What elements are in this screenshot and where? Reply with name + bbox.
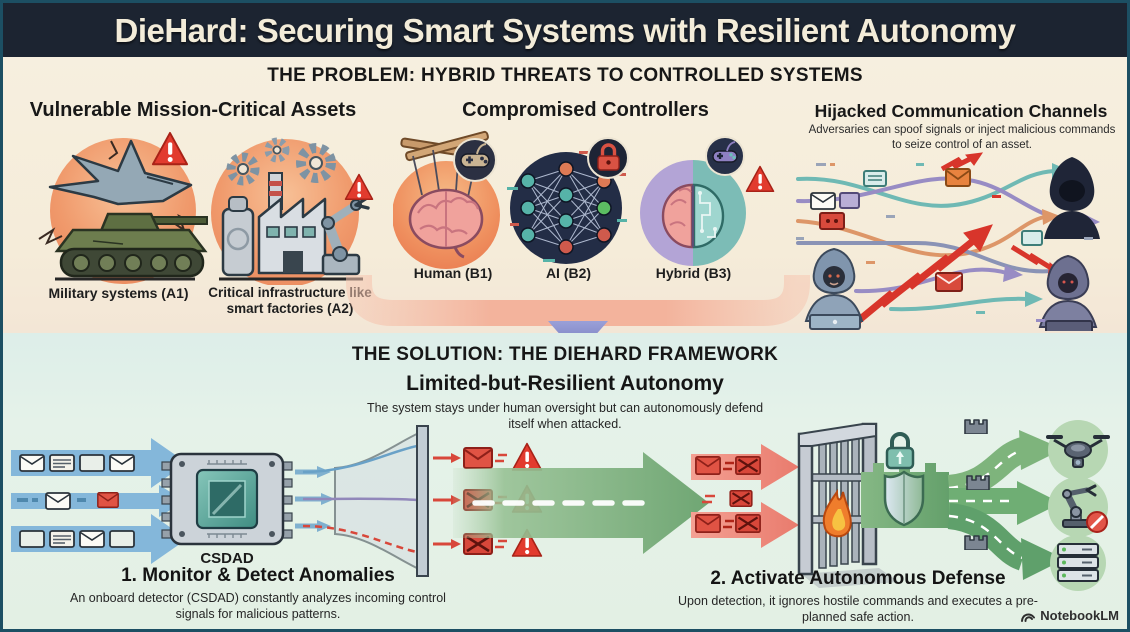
- solution-subheading: Limited-but-Resilient Autonomy: [406, 372, 724, 395]
- solution-heading: THE SOLUTION: THE DIEHARD FRAMEWORK: [351, 344, 779, 365]
- step-2-title: 2. Activate Autonomous Defense: [710, 568, 1006, 589]
- robot-arm-icon: [321, 196, 370, 276]
- robot-arm-icon: [1062, 484, 1097, 528]
- warning-icon: [745, 165, 775, 192]
- controller-icon: [460, 143, 490, 168]
- title-bar: DieHard: Securing Smart Systems with Res…: [3, 3, 1127, 59]
- envelope-icon: [695, 456, 721, 475]
- envelope-icon: [463, 447, 493, 469]
- watermark-label: NotebookLM: [1040, 608, 1119, 623]
- drone-icon: [1046, 435, 1110, 468]
- defense-road: [861, 432, 949, 528]
- envelope-icon: [735, 456, 761, 475]
- comms-arrows: [796, 163, 1100, 312]
- assets-illustration: [38, 131, 374, 285]
- notebooklm-logo: [1021, 612, 1036, 622]
- warning-icon: [511, 442, 543, 471]
- controller-icon: [712, 141, 738, 163]
- controller-label-b1: Human (B1): [413, 265, 493, 281]
- anomaly-row: [433, 528, 543, 557]
- envelope-icons: [810, 168, 1043, 292]
- detector-label: CSDAD: [200, 550, 254, 567]
- asset-label-a2: Critical infrastructure like smart facto…: [208, 285, 372, 316]
- jet-icon: [48, 139, 193, 206]
- ai-controller: [507, 137, 629, 264]
- funnel-icon: [302, 425, 429, 577]
- factory-icon: [221, 172, 327, 277]
- controller-badge: [705, 136, 745, 176]
- military-vignette: [38, 131, 208, 284]
- channels-heading: Hijacked Communication Channels: [814, 101, 1108, 121]
- step-2-description: Upon detection, it ignores hostile comma…: [678, 594, 1038, 625]
- controllers-illustration: [393, 130, 775, 269]
- turret-icon: [964, 419, 988, 434]
- no-entry-icon: [1086, 511, 1108, 533]
- safe-path-arrow: [453, 452, 709, 554]
- anomaly-row: [433, 442, 543, 471]
- controller-badge: [453, 138, 497, 182]
- chip-icon: [161, 452, 293, 546]
- watermark: NotebookLM: [1020, 608, 1119, 623]
- envelope-icon: [695, 514, 721, 533]
- gear-icon: [226, 137, 336, 186]
- hacker-icon: [1044, 157, 1100, 239]
- step-1-title: 1. Monitor & Detect Anomalies: [121, 565, 395, 586]
- hostile-command-arrows: [691, 444, 799, 548]
- shield-icon: [883, 470, 925, 527]
- tank-icon: [54, 212, 208, 278]
- gate-icon: [797, 422, 899, 588]
- assets-heading: Vulnerable Mission-Critical Assets: [29, 99, 357, 121]
- envelope-icon: [729, 490, 753, 507]
- envelope-icon: [735, 514, 761, 533]
- hybrid-controller: [640, 136, 746, 266]
- framework-flow-illustration: CSDAD: [11, 419, 1110, 591]
- controllers-heading: Compromised Controllers: [462, 99, 709, 121]
- step-1-description: An onboard detector (CSDAD) constantly a…: [70, 591, 446, 622]
- protected-asset-robot: [1048, 477, 1108, 537]
- brain-icon: [408, 188, 484, 259]
- step-1: 1. Monitor & Detect Anomalies An onboard…: [58, 565, 458, 623]
- step-2: 2. Activate Autonomous Defense Upon dete…: [663, 568, 1053, 626]
- turret-icon: [966, 475, 990, 490]
- hacker-icon: [1038, 254, 1098, 331]
- flame-icon: [822, 488, 852, 538]
- controller-label-b2: AI (B2): [545, 265, 592, 281]
- lock-icon: [597, 143, 620, 171]
- padlock-icon: [885, 432, 915, 470]
- hacker-icon: [804, 247, 864, 330]
- factory-vignette: [211, 137, 370, 285]
- safe-action-branches: [947, 419, 1065, 580]
- problem-heading: THE PROBLEM: HYBRID THREATS TO CONTROLLE…: [267, 65, 863, 86]
- channels-illustration: [796, 152, 1100, 331]
- solution-subtext: The system stays under human oversight b…: [366, 401, 764, 432]
- server-icon: [1057, 543, 1099, 582]
- turret-icon: [964, 535, 988, 550]
- incoming-signal-arrows: [11, 438, 187, 564]
- asset-label-a1: Military systems (A1): [48, 285, 189, 301]
- human-controller: [393, 130, 500, 269]
- controller-label-b3: Hybrid (B3): [655, 265, 732, 281]
- channels-subtitle: Adversaries can spoof signals or inject …: [808, 124, 1116, 151]
- protected-asset-drone: [1046, 420, 1110, 480]
- protected-asset-server: [1050, 535, 1106, 591]
- circuit-brain-icon: [692, 183, 725, 249]
- brain-icon: [661, 183, 694, 249]
- lock-badge: [587, 137, 629, 179]
- signal-dashes: [796, 163, 1093, 322]
- main-title: DieHard: Securing Smart Systems with Res…: [114, 12, 1016, 49]
